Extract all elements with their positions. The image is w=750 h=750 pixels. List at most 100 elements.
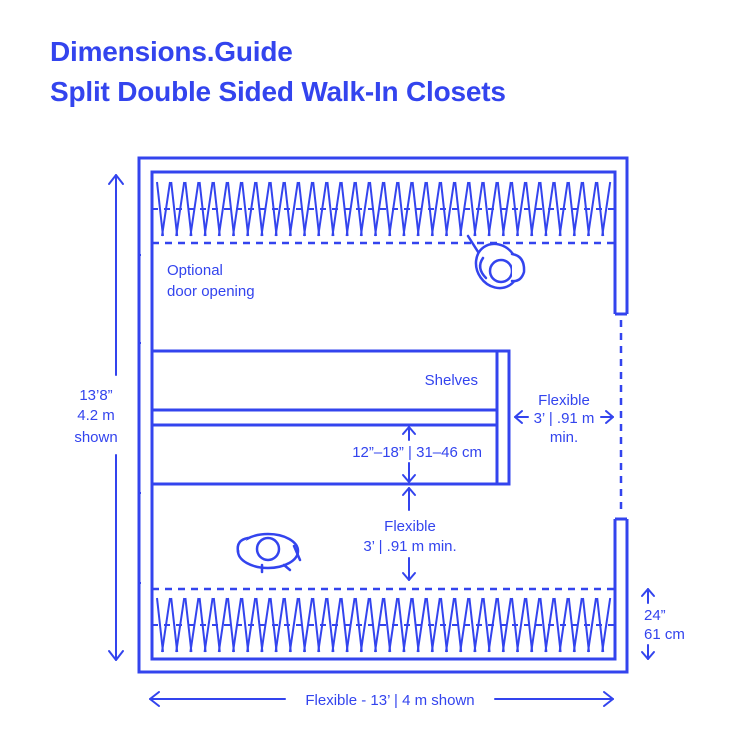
garment-stroke <box>312 181 321 237</box>
garment-stroke <box>198 181 207 237</box>
garment-stroke <box>269 597 278 653</box>
garment-stroke <box>189 181 200 237</box>
garment-stroke <box>161 181 171 237</box>
garment-stroke <box>170 181 179 237</box>
garment-stroke <box>416 597 427 653</box>
garment-stroke <box>430 181 441 237</box>
aisle-right-label-line2: 3’ | .91 m <box>534 410 595 427</box>
garment-stroke <box>544 181 555 237</box>
garment-stroke <box>359 597 370 653</box>
garment-stroke <box>582 597 590 653</box>
garment-stroke <box>369 597 377 653</box>
garment-stroke <box>482 597 491 653</box>
garment-stroke <box>274 597 285 653</box>
garment-stroke <box>217 181 228 237</box>
garment-stroke <box>198 597 207 653</box>
garment-stroke <box>567 181 576 237</box>
garment-stroke <box>445 597 455 653</box>
garment-stroke <box>288 181 299 237</box>
garment-stroke <box>359 181 370 237</box>
garment-stroke <box>156 597 164 653</box>
garment-stroke <box>288 597 299 653</box>
garment-stroke <box>374 181 384 237</box>
garment-stroke <box>312 597 321 653</box>
garment-stroke <box>511 597 519 653</box>
garment-stroke <box>516 181 526 237</box>
garment-stroke <box>156 181 164 237</box>
garment-stroke <box>425 597 434 653</box>
garment-stroke <box>572 597 583 653</box>
garment-stroke <box>283 597 292 653</box>
garment-stroke <box>487 181 498 237</box>
rod-depth-label-line1: 24” <box>644 607 666 624</box>
garment-stroke <box>430 597 441 653</box>
garment-stroke <box>161 597 171 653</box>
garment-stroke <box>212 181 221 237</box>
garment-stroke <box>255 181 264 237</box>
garment-stroke <box>388 597 399 653</box>
garment-stroke <box>260 181 271 237</box>
garment-stroke <box>212 597 221 653</box>
garment-stroke <box>354 597 363 653</box>
aisle-center-label-line1: Flexible <box>384 518 436 535</box>
garment-stroke <box>345 181 356 237</box>
garment-stroke <box>298 597 306 653</box>
garment-stroke <box>402 181 413 237</box>
garment-stroke <box>525 597 534 653</box>
garment-stroke <box>544 597 555 653</box>
garment-stroke <box>459 181 470 237</box>
garment-stroke <box>468 597 477 653</box>
height-label-line1: 13’8” <box>79 387 112 404</box>
hanging-clothes-top <box>156 181 612 237</box>
garment-stroke <box>326 181 335 237</box>
garment-stroke <box>246 181 257 237</box>
shelf-depth-label: 12”–18” | 31–46 cm <box>352 444 482 461</box>
garment-stroke <box>553 181 562 237</box>
garment-stroke <box>567 597 576 653</box>
brand-title: Dimensions.Guide <box>50 36 293 67</box>
garment-stroke <box>283 181 292 237</box>
garment-stroke <box>340 181 349 237</box>
garment-stroke <box>473 597 484 653</box>
garment-stroke <box>255 597 264 653</box>
inner-wall <box>150 170 617 661</box>
garment-stroke <box>383 597 392 653</box>
garment-stroke <box>203 597 214 653</box>
garment-stroke <box>530 181 541 237</box>
aisle-right-label-line3: min. <box>550 429 578 446</box>
garment-stroke <box>468 181 477 237</box>
garment-stroke <box>487 597 498 653</box>
garment-stroke <box>553 597 562 653</box>
garment-stroke <box>539 181 548 237</box>
garment-stroke <box>516 597 526 653</box>
hanging-clothes-bottom <box>156 597 612 653</box>
garment-stroke <box>184 597 193 653</box>
garment-stroke <box>203 181 214 237</box>
width-label: Flexible - 13’ | 4 m shown <box>305 692 474 709</box>
garment-stroke <box>411 597 420 653</box>
garment-stroke <box>425 181 434 237</box>
rod-depth-label-line2: 61 cm <box>644 626 685 643</box>
garment-stroke <box>317 181 328 237</box>
shelves-label: Shelves <box>425 372 478 389</box>
garment-stroke <box>317 597 328 653</box>
garment-stroke <box>440 597 448 653</box>
outer-wall <box>137 156 629 674</box>
garment-stroke <box>331 597 342 653</box>
garment-stroke <box>331 181 342 237</box>
garment-stroke <box>298 181 306 237</box>
garment-stroke <box>184 181 193 237</box>
garment-stroke <box>539 597 548 653</box>
garment-stroke <box>175 597 186 653</box>
garment-stroke <box>482 181 491 237</box>
height-label-line2: 4.2 m <box>77 407 115 424</box>
garment-stroke <box>459 597 470 653</box>
garment-stroke <box>217 597 228 653</box>
garment-stroke <box>397 181 406 237</box>
garment-stroke <box>260 597 271 653</box>
garment-stroke <box>596 597 605 653</box>
garment-stroke <box>269 181 278 237</box>
garment-stroke <box>345 597 356 653</box>
person-top-view-icon <box>236 532 302 574</box>
